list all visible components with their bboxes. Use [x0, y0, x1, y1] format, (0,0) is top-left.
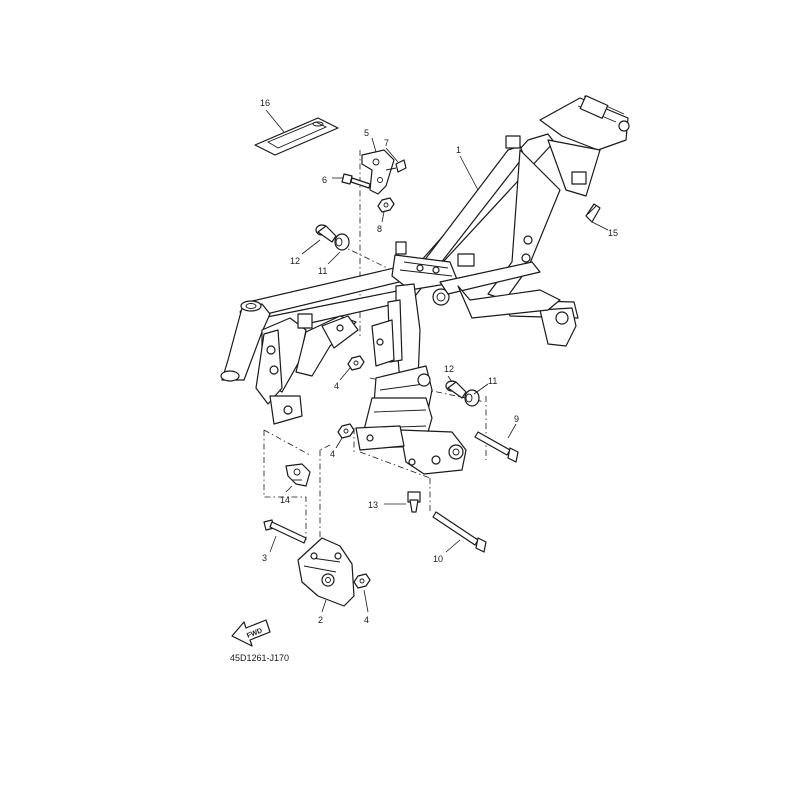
callout-7: 7: [384, 138, 389, 148]
part-11-bush-upper: [334, 233, 350, 251]
callout-12-upper: 12: [290, 256, 300, 266]
part-1-frame: [220, 95, 630, 475]
callout-14: 14: [280, 495, 290, 505]
part-10-bolt: [432, 511, 487, 553]
callout-4-middle: 4: [330, 449, 335, 459]
part-11-bush-lower: [464, 389, 480, 407]
callout-11-upper: 11: [318, 266, 327, 276]
part-5-bracket: [361, 149, 395, 195]
part-16-label: [254, 117, 339, 156]
part-4-nut-a: [347, 355, 365, 371]
part-14-clamp: [285, 463, 311, 487]
callout-1: 1: [456, 145, 461, 155]
callout-13: 13: [368, 500, 378, 510]
callout-3: 3: [262, 553, 267, 563]
part-4-nut-c: [353, 573, 371, 589]
callout-6: 6: [322, 175, 327, 185]
part-3-bolt: [263, 519, 307, 544]
part-7-bolt: [385, 159, 407, 173]
callout-16: 16: [260, 98, 270, 108]
callout-15: 15: [608, 228, 618, 238]
part-12-collar-lower: [445, 380, 467, 399]
part-13-fitting: [407, 491, 421, 513]
fwd-arrow-icon: FWD: [231, 619, 271, 647]
callout-9: 9: [514, 414, 519, 424]
callout-5: 5: [364, 128, 369, 138]
part-9-bolt: [474, 431, 519, 463]
callout-8: 8: [377, 224, 382, 234]
leader-lines: [265, 109, 609, 613]
part-6-bolt: [341, 173, 371, 189]
part-2-bracket: [297, 537, 355, 607]
drawing-code: 45D1261-J170: [230, 653, 289, 663]
callout-11-lower: 11: [488, 376, 497, 386]
callout-4-lower: 4: [364, 615, 369, 625]
callout-labels: 16 1 5 7 6 8 12 11 15 4 4 12 11 9 13 14 …: [260, 98, 618, 625]
part-8-nut: [377, 197, 395, 213]
part-15-pad: [585, 203, 601, 223]
callout-4-upper: 4: [334, 381, 339, 391]
part-4-nut-b: [337, 423, 355, 439]
callout-12-lower: 12: [444, 364, 454, 374]
callout-10: 10: [433, 554, 443, 564]
callout-2: 2: [318, 615, 323, 625]
part-12-collar-upper: [315, 224, 337, 243]
